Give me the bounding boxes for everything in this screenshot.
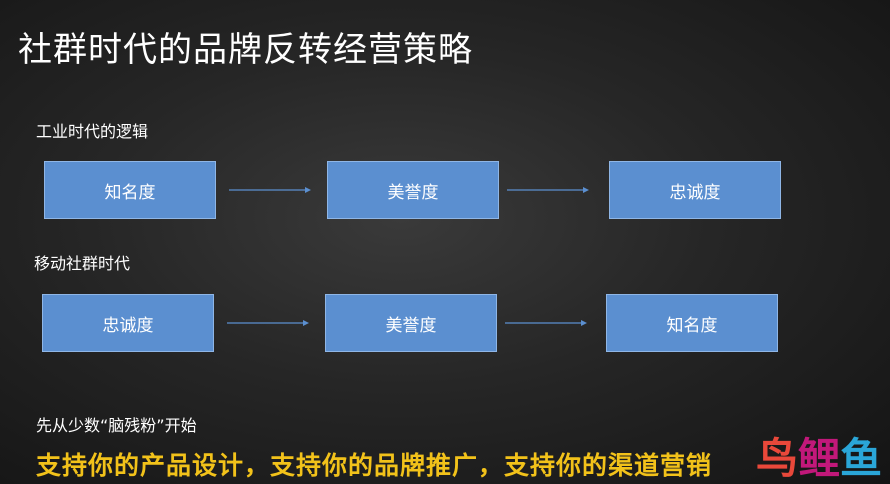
row-1-step-3-box: 忠诚度 (609, 161, 781, 219)
arrow-right-icon (227, 320, 309, 326)
row-2-step-2-box: 美誉度 (325, 294, 497, 352)
watermark-char-3: 鱼 (839, 434, 882, 483)
row-1-step-2-box: 美誉度 (327, 161, 499, 219)
highlight-text: 支持你的产品设计，支持你的品牌推广，支持你的渠道营销 (36, 451, 713, 480)
row-2-label: 移动社群时代 (34, 254, 131, 273)
watermark-char-1: 鸟 (755, 434, 798, 483)
row-1-arrow-2 (507, 185, 589, 195)
slide-title: 社群时代的品牌反转经营策略 (18, 30, 473, 70)
row-1-label: 工业时代的逻辑 (36, 122, 149, 141)
row-2-step-3-box: 知名度 (606, 294, 778, 352)
arrow-right-icon (505, 320, 587, 326)
arrow-right-icon (229, 187, 311, 193)
row-1-step-1-box: 知名度 (44, 161, 216, 219)
watermark-logo: 鸟鲤鱼 (756, 438, 882, 480)
row-2-step-1-box: 忠诚度 (42, 294, 214, 352)
note-text: 先从少数“脑残粉”开始 (36, 416, 197, 435)
watermark-char-2: 鲤 (797, 434, 840, 483)
row-2-arrow-1 (227, 318, 309, 328)
row-2-arrow-2 (505, 318, 587, 328)
arrow-right-icon (507, 187, 589, 193)
row-1-arrow-1 (229, 185, 311, 195)
